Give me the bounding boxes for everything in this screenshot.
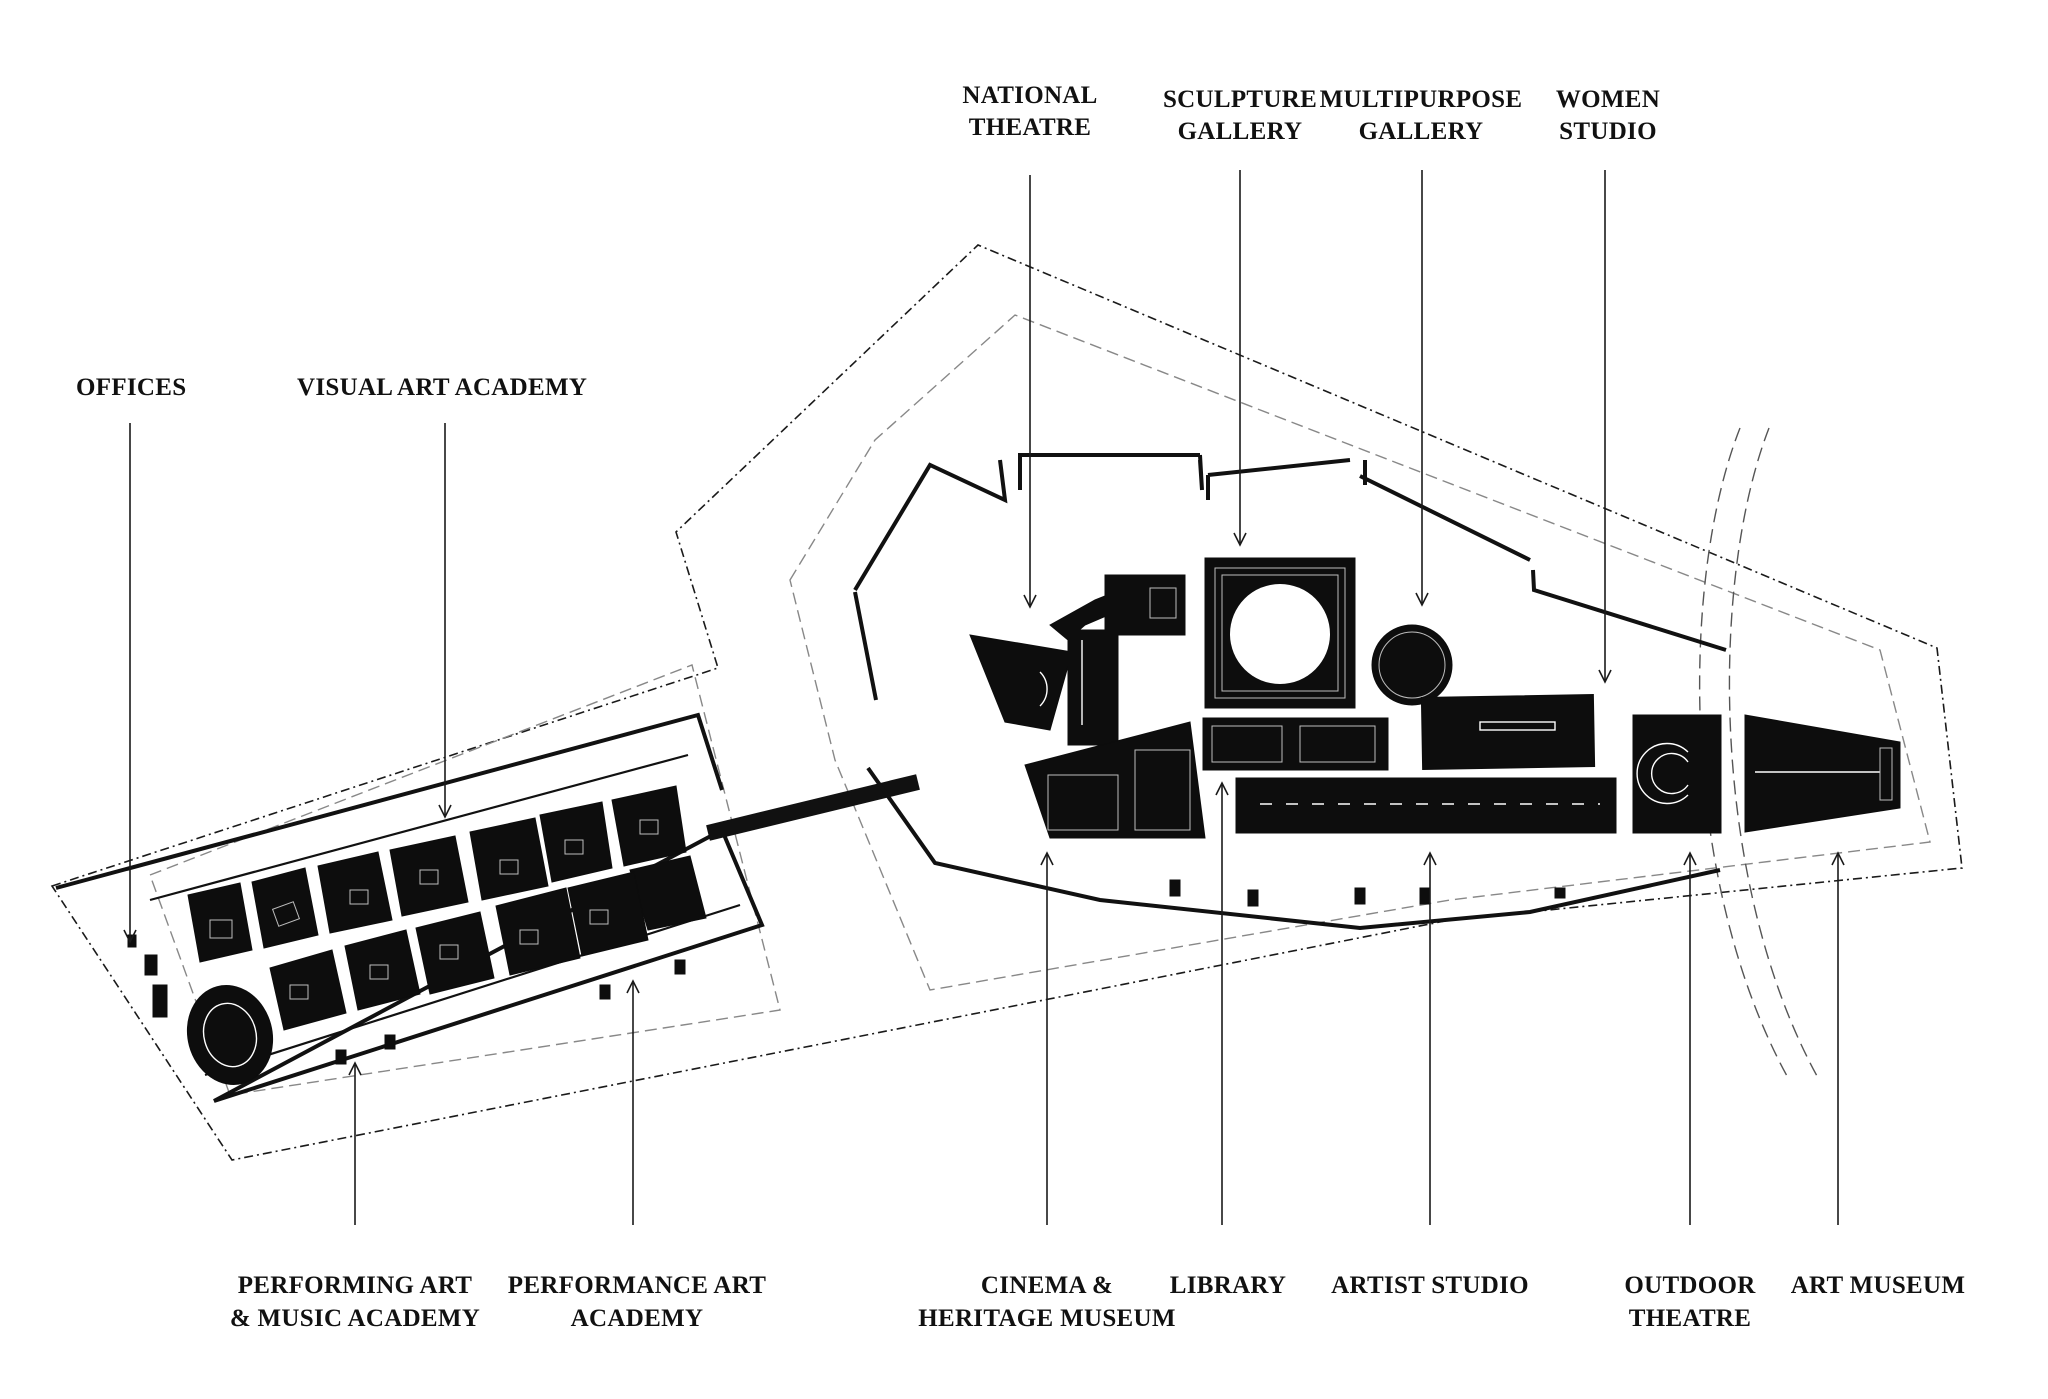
label-cinema-line1: CINEMA & [981, 1272, 1113, 1299]
west-inner-wall-north [149, 753, 689, 902]
label-national-theatre-line2: THEATRE [969, 114, 1092, 141]
visual-art-rooms-north [187, 785, 707, 963]
label-visual-art-academy: VISUAL ART ACADEMY [297, 374, 587, 401]
labels-bottom: PERFORMING ART & MUSIC ACADEMY PERFORMAN… [230, 1272, 1965, 1332]
site-boundary [50, 244, 1963, 1161]
west-inner-wall-south [204, 903, 741, 1077]
east-wall-outer [853, 453, 1727, 931]
room-details-west [202, 819, 659, 1068]
women-studio-building [1420, 693, 1596, 771]
site-boundary-inner-east [789, 314, 1931, 991]
label-performance-art-line1: PERFORMANCE ART [508, 1272, 767, 1299]
outdoor-theatre-building [1632, 714, 1722, 834]
label-women-studio-line2: STUDIO [1559, 118, 1657, 145]
road-curve-2 [1728, 427, 1818, 1077]
label-sculpture-gallery-line1: SCULPTURE [1163, 86, 1317, 113]
label-multipurpose-gallery-line1: MULTIPURPOSE [1320, 86, 1523, 113]
bridge-connector [706, 774, 920, 841]
west-columns [335, 959, 686, 1065]
label-offices: OFFICES [76, 374, 186, 401]
label-library: LIBRARY [1170, 1272, 1287, 1299]
label-performing-art-line1: PERFORMING ART [238, 1272, 473, 1299]
cinema-heritage-building [1024, 721, 1206, 839]
label-performance-art-line2: ACADEMY [571, 1305, 704, 1332]
artist-studio-building [1235, 777, 1617, 834]
label-national-theatre-line1: NATIONAL [962, 82, 1097, 109]
art-museum-building [1744, 714, 1901, 833]
road-curve-1 [1698, 427, 1788, 1077]
labels-top: OFFICES VISUAL ART ACADEMY NATIONAL THEA… [76, 82, 1660, 401]
west-complex [55, 712, 920, 1103]
label-sculpture-gallery-line2: GALLERY [1178, 118, 1303, 145]
site-boundary-outer [50, 244, 1963, 1161]
label-performing-art-line2: & MUSIC ACADEMY [230, 1305, 480, 1332]
national-theatre-building [969, 574, 1186, 746]
label-artist-studio: ARTIST STUDIO [1331, 1272, 1529, 1299]
east-complex [853, 453, 1901, 931]
label-multipurpose-gallery-line2: GALLERY [1359, 118, 1484, 145]
leaders-bottom [348, 781, 1845, 1225]
leaders-top [123, 170, 1612, 944]
label-outdoor-theatre-line2: THEATRE [1629, 1305, 1752, 1332]
office-blocks [127, 934, 168, 1018]
label-women-studio-line1: WOMEN [1556, 86, 1660, 113]
label-art-museum: ART MUSEUM [1791, 1272, 1966, 1299]
label-cinema-line2: HERITAGE MUSEUM [918, 1305, 1176, 1332]
label-outdoor-theatre-line1: OUTDOOR [1624, 1272, 1756, 1299]
sculpture-gallery-building [1204, 557, 1356, 709]
east-columns [1169, 879, 1566, 907]
library-building [1202, 717, 1389, 771]
multipurpose-gallery-building [1371, 624, 1453, 706]
